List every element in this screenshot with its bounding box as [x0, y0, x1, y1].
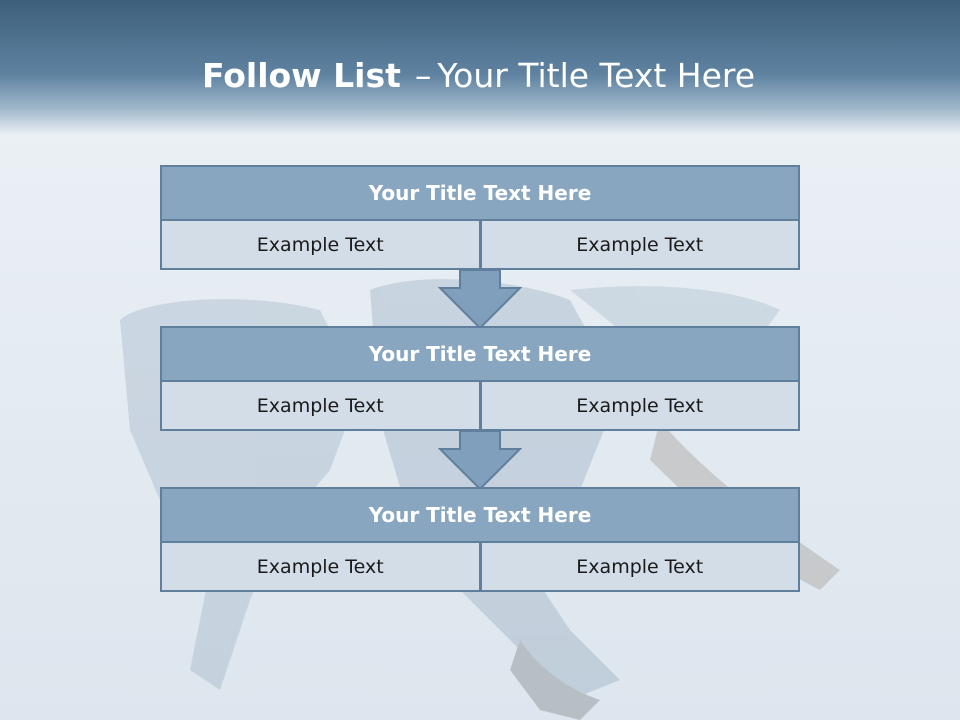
block-title: Your Title Text Here: [160, 165, 800, 221]
list-block-3: Your Title Text Here Example Text Exampl…: [160, 487, 800, 592]
list-block-1: Your Title Text Here Example Text Exampl…: [160, 165, 800, 270]
block-title: Your Title Text Here: [160, 487, 800, 543]
title-rest: Your Title Text Here: [437, 56, 756, 95]
block-row: Example Text Example Text: [160, 543, 800, 592]
slide-title: Follow List–Your Title Text Here: [202, 52, 755, 100]
down-arrow-icon: [438, 270, 522, 330]
down-arrow-icon: [438, 431, 522, 491]
block-cell-right: Example Text: [480, 382, 800, 431]
block-row: Example Text Example Text: [160, 221, 800, 270]
block-cell-left: Example Text: [160, 543, 481, 592]
title-bold: Follow List: [202, 56, 401, 95]
title-dash: –: [414, 56, 432, 95]
block-title: Your Title Text Here: [160, 326, 800, 382]
block-row: Example Text Example Text: [160, 382, 800, 431]
block-cell-right: Example Text: [480, 221, 800, 270]
block-cell-left: Example Text: [160, 382, 481, 431]
list-block-2: Your Title Text Here Example Text Exampl…: [160, 326, 800, 431]
header-band: [0, 0, 960, 135]
block-cell-right: Example Text: [480, 543, 800, 592]
block-cell-left: Example Text: [160, 221, 481, 270]
